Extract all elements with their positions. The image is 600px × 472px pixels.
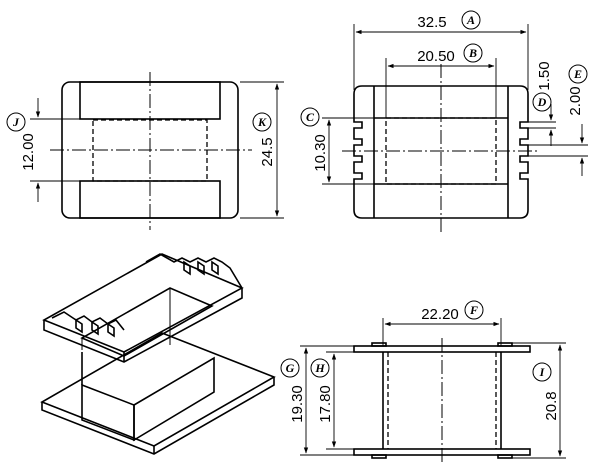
slotted-outer-frame — [353, 85, 529, 219]
base-plate-top — [40, 332, 276, 447]
dim-H-value: 17.80 — [317, 385, 334, 423]
label-C: C — [306, 110, 315, 124]
label-I-circle — [532, 362, 552, 382]
dim-J-value: 12.00 — [20, 133, 37, 171]
label-G: G — [286, 361, 295, 375]
label-K: K — [257, 115, 267, 129]
dim-F-value: 22.20 — [421, 306, 459, 323]
body-front-face — [81, 383, 135, 442]
isometric-view — [40, 253, 276, 455]
dim-A-value: 32.5 — [417, 14, 446, 31]
label-C-circle — [300, 107, 320, 127]
label-A-circle — [461, 10, 481, 30]
label-H-circle — [310, 358, 330, 378]
label-B: B — [468, 46, 477, 60]
dim-C-value: 10.30 — [312, 134, 329, 172]
label-J: J — [12, 115, 20, 129]
dim-I-value: 20.8 — [543, 391, 560, 420]
label-F: F — [469, 303, 478, 317]
label-A: A — [466, 13, 475, 27]
label-H: H — [314, 361, 325, 375]
label-J-circle — [6, 112, 26, 132]
side-view: 22.20 F 19.30 G 17.80 H 20.8 I — [280, 300, 566, 464]
label-G-circle — [280, 358, 300, 378]
dim-E-value: 2.00 — [567, 86, 584, 115]
dim-D-value: 1.50 — [536, 61, 553, 90]
dim-K-value: 24.5 — [259, 137, 276, 166]
label-F-circle — [464, 300, 484, 320]
label-B-circle — [463, 43, 483, 63]
label-K-circle — [252, 112, 272, 132]
dim-B-value: 20.50 — [417, 48, 455, 65]
label-I: I — [539, 365, 546, 379]
label-E-circle — [568, 64, 588, 84]
dim-G-value: 19.30 — [289, 385, 306, 423]
label-E: E — [573, 67, 582, 81]
label-D-circle — [532, 92, 552, 112]
top-left-view: 12.00 J 24.5 K — [6, 72, 284, 230]
top-right-view: 32.5 A 20.50 B 10.30 C 1.50 D 2.00 — [300, 10, 588, 232]
body-side-face — [133, 356, 215, 442]
core-window-opening — [80, 287, 214, 357]
label-D: D — [537, 95, 547, 109]
